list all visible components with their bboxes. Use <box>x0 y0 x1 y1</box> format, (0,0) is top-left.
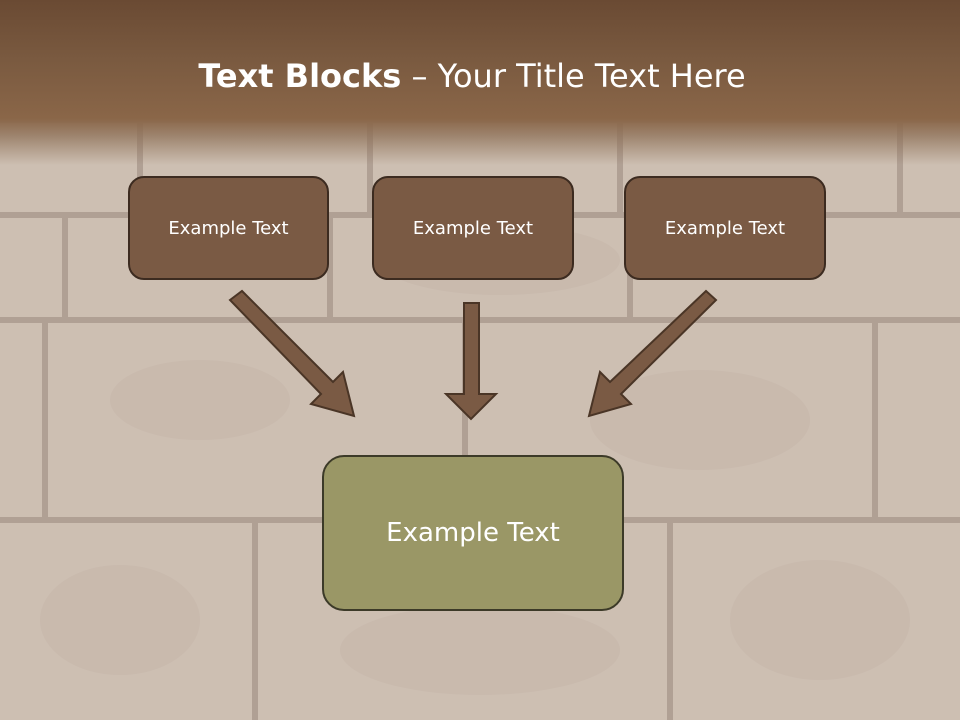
example-text-block-2[interactable]: Example Text <box>372 176 574 280</box>
result-label: Example Text <box>386 518 560 548</box>
arrow-center-down <box>443 302 499 421</box>
example-text-block-1[interactable]: Example Text <box>128 176 329 280</box>
arrow-right-diagonal <box>587 289 718 418</box>
header-band <box>0 0 960 165</box>
block-label: Example Text <box>664 217 786 239</box>
title-dash: – <box>411 57 428 95</box>
result-text-block[interactable]: Example Text <box>322 455 624 611</box>
block-label: Example Text <box>168 217 289 239</box>
title-subtitle-text: Your Title Text Here <box>437 57 746 95</box>
slide-title: Text Blocks – Your Title Text Here <box>0 52 944 100</box>
example-text-block-3[interactable]: Example Text <box>624 176 826 280</box>
arrow-left-diagonal <box>228 289 356 418</box>
title-bold-text: Text Blocks <box>198 57 402 95</box>
block-label: Example Text <box>412 217 534 239</box>
